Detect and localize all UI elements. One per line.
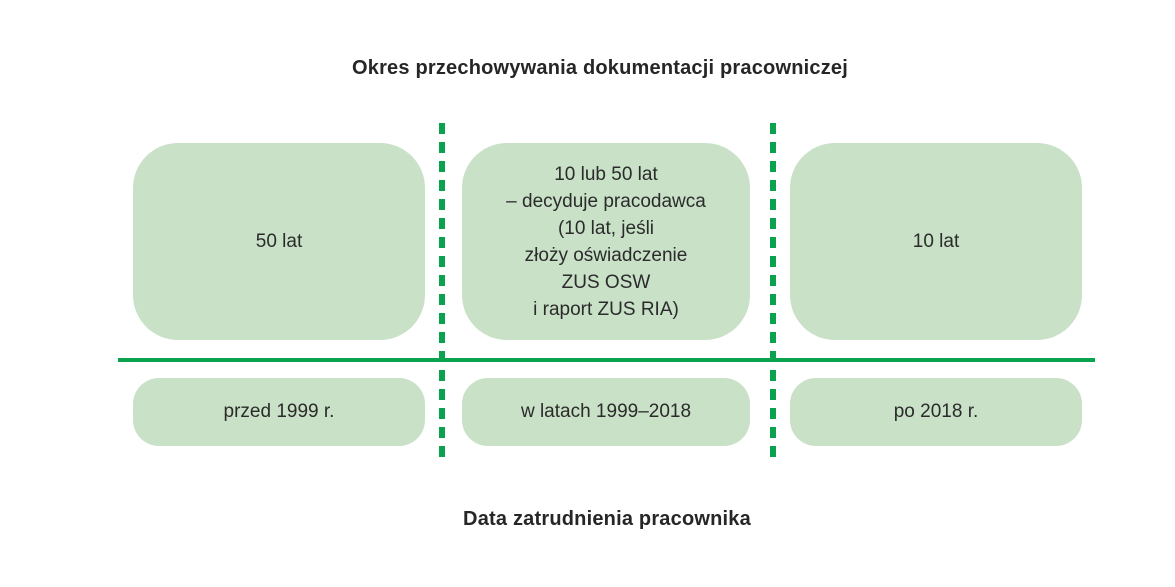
retention-period-label: 10 lub 50 lat – decyduje pracodawca (10 … [506,163,706,320]
retention-period-box-1999-2018: 10 lub 50 lat – decyduje pracodawca (10 … [462,143,750,340]
chart-title: Okres przechowywania dokumentacji pracow… [351,57,849,79]
employment-date-label: przed 1999 r. [223,401,335,422]
retention-period-label: 10 lat [912,231,960,252]
column-divider-dashed-line-1 [439,123,445,461]
axis-title: Data zatrudnienia pracownika [463,508,751,530]
employment-date-label: w latach 1999–2018 [520,401,692,422]
employment-date-box-after-2018: po 2018 r. [790,378,1082,446]
retention-period-box-after-2018: 10 lat [790,143,1082,340]
employment-date-box-before-1999: przed 1999 r. [133,378,425,446]
retention-period-box-before-1999: 50 lat [133,143,425,340]
employment-date-label: po 2018 r. [893,401,979,422]
retention-period-label: 50 lat [255,231,303,252]
timeline-axis-line [118,358,1095,362]
column-divider-dashed-line-2 [770,123,776,461]
employment-date-box-1999-2018: w latach 1999–2018 [462,378,750,446]
